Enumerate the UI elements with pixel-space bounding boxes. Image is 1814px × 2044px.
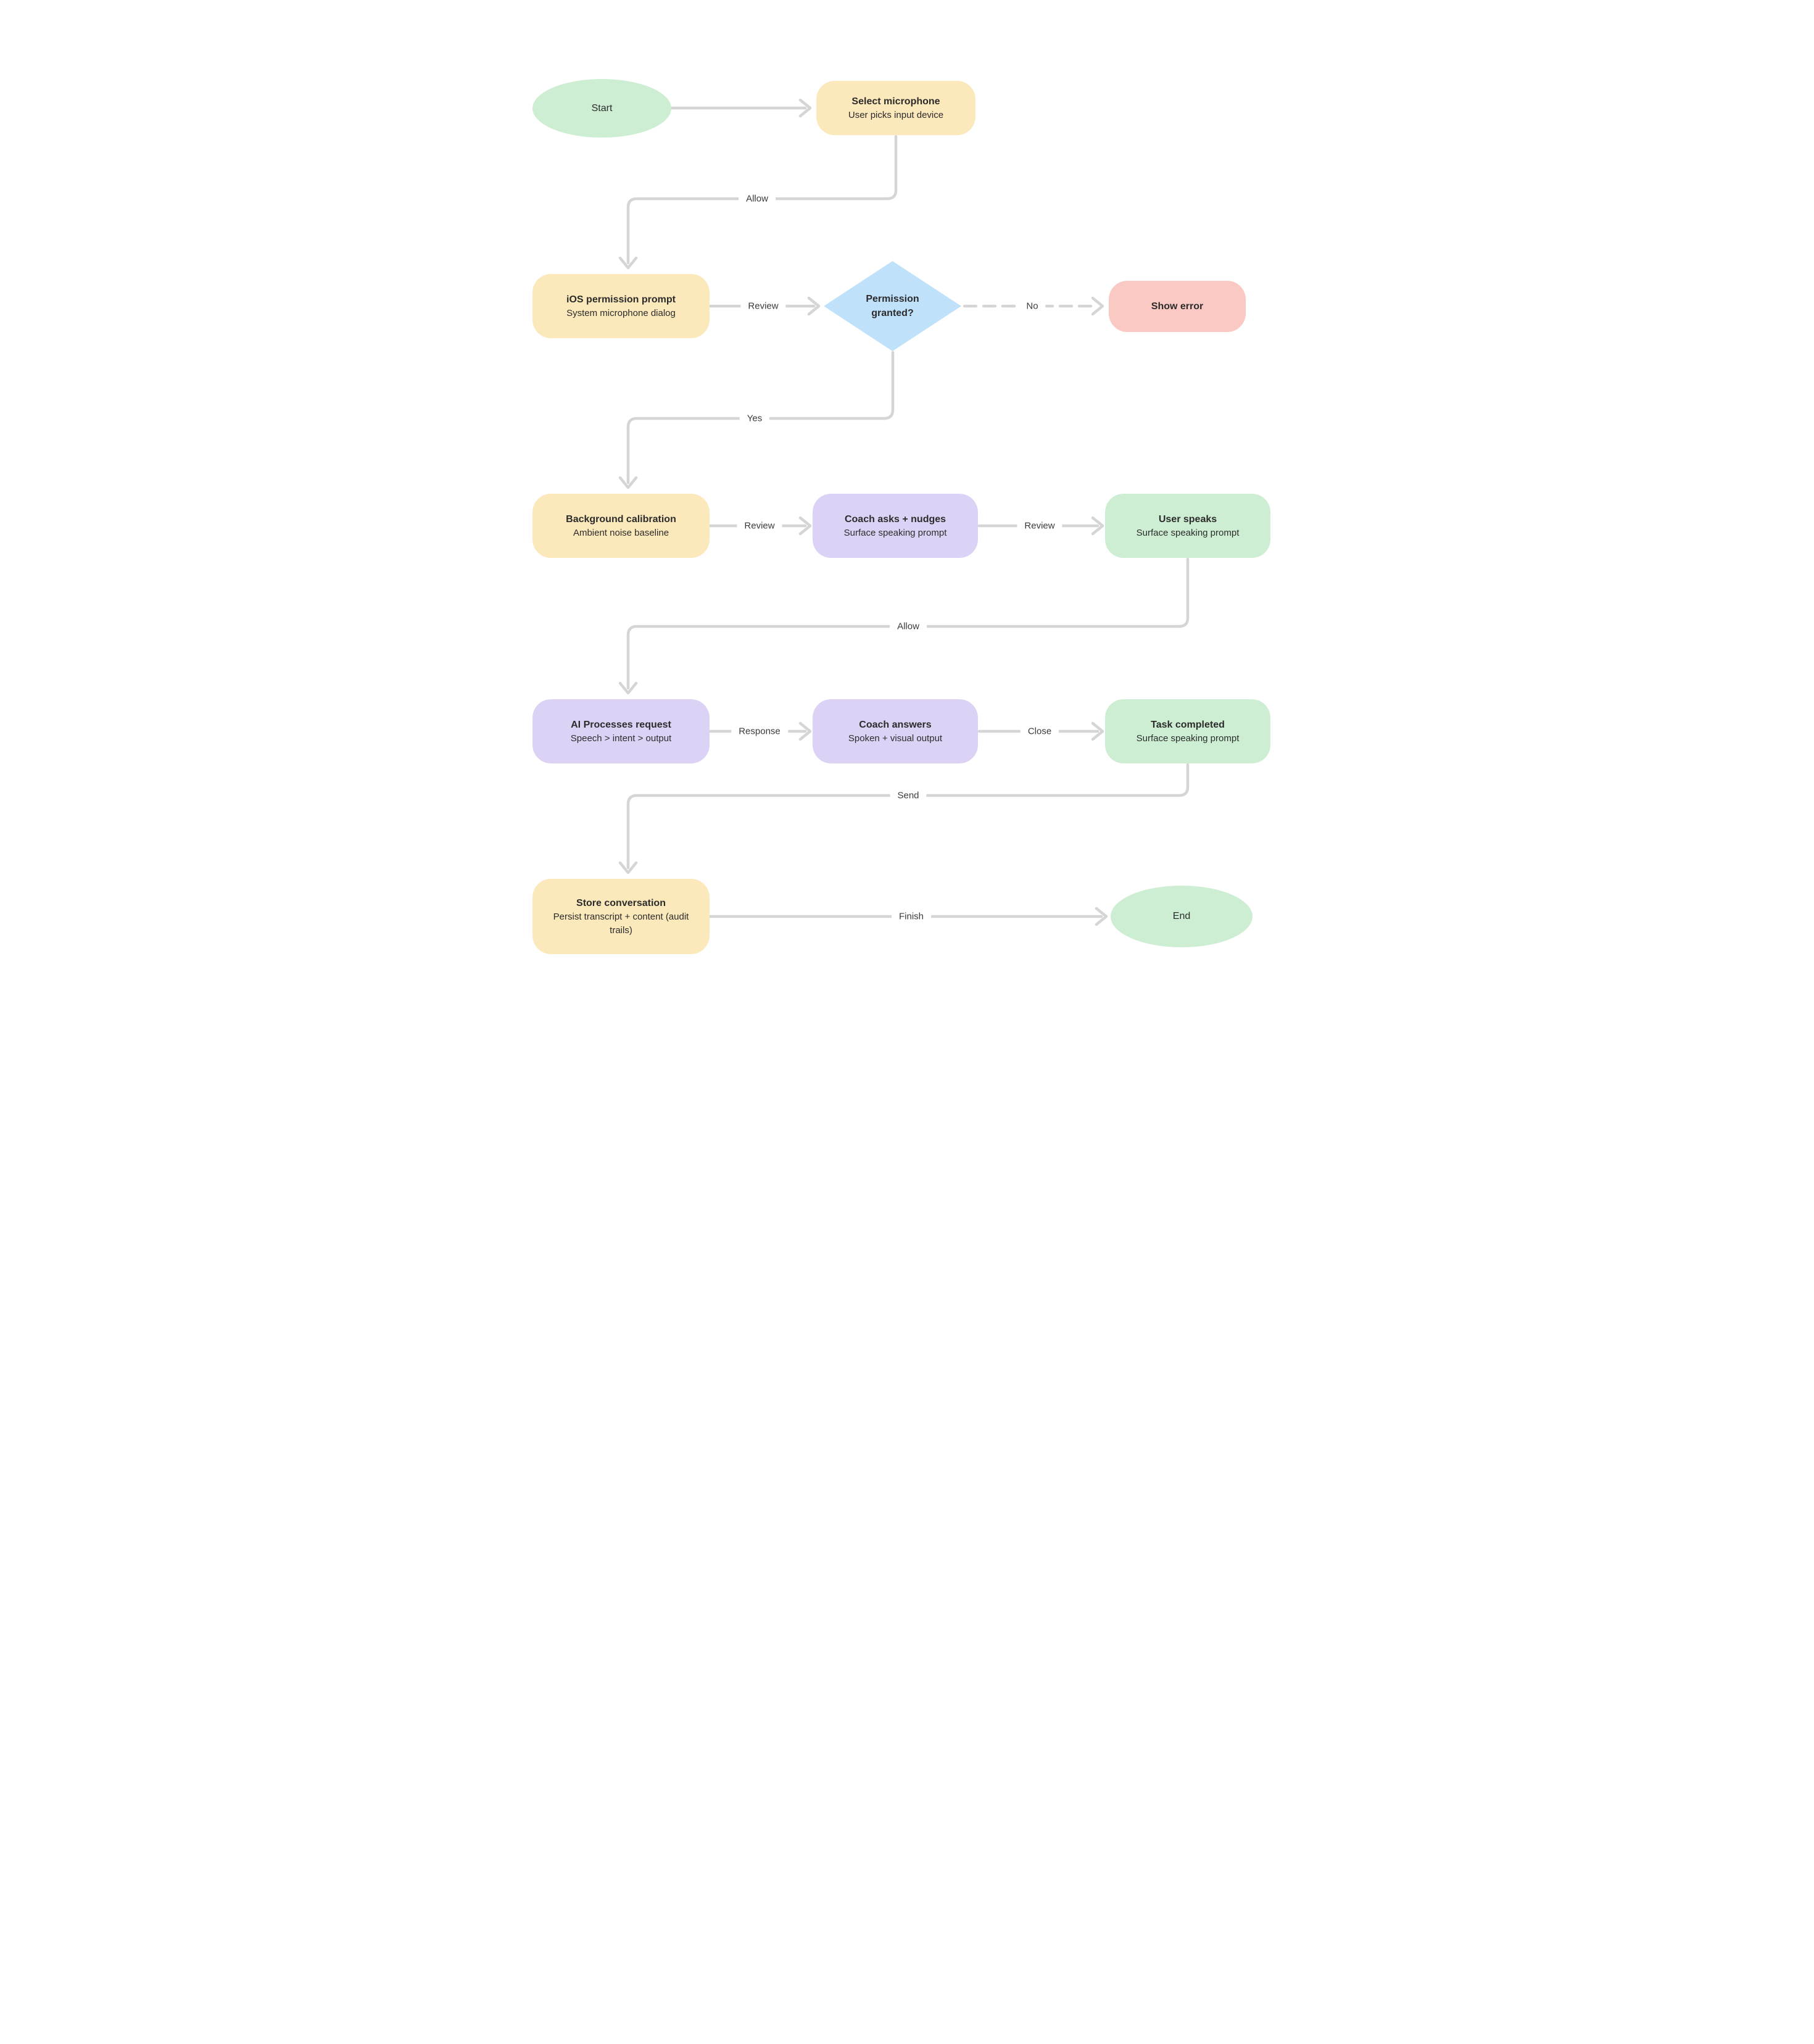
node-user-speaks-title: User speaks — [1158, 513, 1217, 525]
edge-label-yes: Yes — [739, 411, 770, 426]
node-user-speaks-subtitle: Surface speaking prompt — [1136, 527, 1240, 538]
edge-label-review-coach: Review — [737, 518, 782, 533]
node-ai-processes-request-title: AI Processes request — [571, 719, 671, 730]
arrowhead-end — [1095, 907, 1108, 926]
node-ai-processes-request: AI Processes request Speech > intent > o… — [532, 699, 710, 763]
arrowhead-decision — [807, 296, 821, 316]
node-task-completed-title: Task completed — [1151, 719, 1225, 730]
arrowhead-coach-answers — [798, 721, 812, 741]
edge-label-finish: Finish — [891, 909, 932, 924]
edge-label-review-user: Review — [1017, 518, 1062, 533]
node-show-error-title: Show error — [1151, 301, 1204, 312]
node-task-completed: Task completed Surface speaking prompt — [1105, 699, 1270, 763]
node-store-conversation-title: Store conversation — [576, 897, 666, 908]
arrowhead-coach-asks — [798, 516, 812, 536]
node-select-microphone-title: Select microphone — [851, 96, 940, 107]
node-background-calibration-title: Background calibration — [566, 513, 676, 525]
node-store-conversation-subtitle: Persist transcript + content (audit trai… — [553, 911, 689, 936]
node-ai-processes-request-subtitle: Speech > intent > output — [570, 733, 672, 744]
flowchart-canvas: Start Select microphone User picks input… — [454, 0, 1360, 1022]
node-end-label: End — [1172, 911, 1191, 922]
edge-label-send: Send — [890, 788, 927, 803]
arrowhead-user-speaks — [1091, 516, 1104, 536]
node-user-speaks: User speaks Surface speaking prompt — [1105, 494, 1270, 558]
node-show-error: Show error — [1109, 281, 1246, 332]
arrowhead-ios-permission — [618, 256, 638, 270]
edge-task-completed-to-store-conversation — [626, 763, 1190, 870]
node-task-completed-subtitle: Surface speaking prompt — [1136, 733, 1240, 744]
arrowhead-background-calibration — [618, 476, 638, 489]
node-background-calibration-subtitle: Ambient noise baseline — [573, 527, 669, 538]
edge-label-close: Close — [1020, 724, 1059, 739]
node-coach-answers: Coach answers Spoken + visual output — [813, 699, 978, 763]
node-ios-permission-prompt: iOS permission prompt System microphone … — [532, 274, 710, 338]
node-start: Start — [532, 79, 671, 138]
arrowhead-ai-processes — [618, 681, 638, 695]
node-background-calibration: Background calibration Ambient noise bas… — [532, 494, 710, 558]
arrowhead-show-error — [1091, 296, 1104, 316]
node-coach-asks-nudges-subtitle: Surface speaking prompt — [843, 527, 947, 538]
arrowhead-task-completed — [1091, 721, 1104, 741]
arrowhead-store-conversation — [618, 861, 638, 875]
edge-label-allow-processing: Allow — [890, 619, 927, 634]
edge-label-no: No — [1019, 299, 1046, 314]
edge-label-review-permission: Review — [740, 299, 786, 314]
node-ios-permission-prompt-subtitle: System microphone dialog — [566, 307, 676, 318]
node-select-microphone: Select microphone User picks input devic… — [816, 81, 975, 135]
node-coach-asks-nudges-title: Coach asks + nudges — [844, 513, 946, 525]
node-end: End — [1111, 886, 1253, 947]
node-start-label: Start — [591, 102, 613, 114]
edge-label-response: Response — [731, 724, 788, 739]
edge-label-allow-permission: Allow — [739, 191, 776, 206]
node-permission-granted-title: Permission granted? — [866, 293, 919, 318]
node-select-microphone-subtitle: User picks input device — [848, 109, 944, 120]
node-coach-asks-nudges: Coach asks + nudges Surface speaking pro… — [813, 494, 978, 558]
node-store-conversation: Store conversation Persist transcript + … — [532, 879, 710, 954]
node-coach-answers-title: Coach answers — [859, 719, 932, 730]
node-ios-permission-prompt-title: iOS permission prompt — [566, 294, 676, 305]
node-coach-answers-subtitle: Spoken + visual output — [848, 733, 943, 744]
arrowhead-select-microphone — [798, 98, 812, 118]
